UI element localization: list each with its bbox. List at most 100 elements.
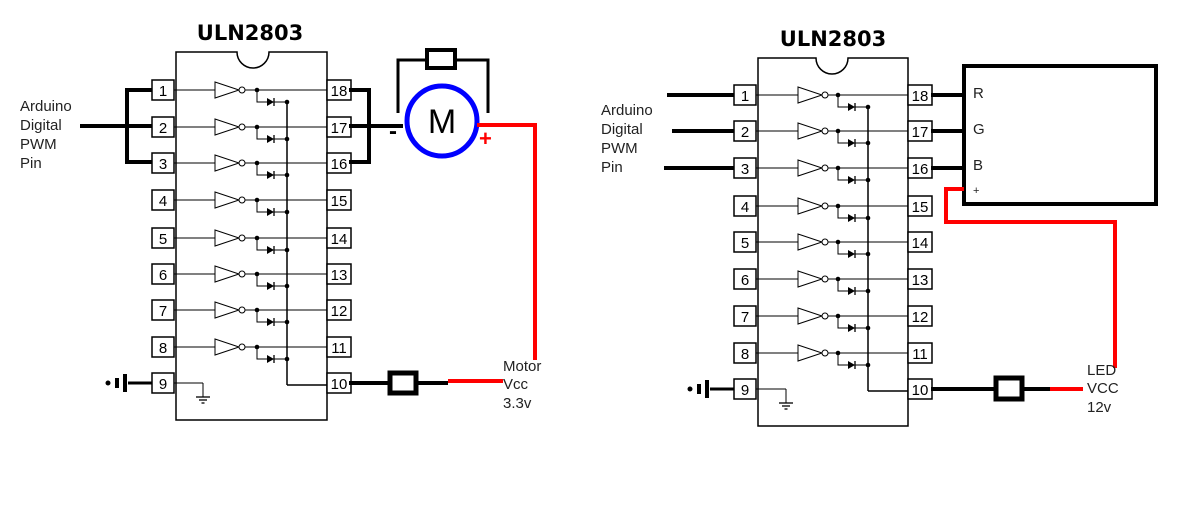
inverter-bubble [238, 196, 246, 204]
pin-number-right: 15 [912, 199, 929, 216]
inverter-bubble [821, 238, 829, 246]
pin-number-right: 10 [912, 382, 929, 399]
junction-dot [284, 136, 290, 142]
inverter-icon [214, 301, 241, 319]
pin-number-left: 2 [741, 124, 749, 141]
diode-icon [267, 98, 274, 106]
pin-number-right: 16 [912, 161, 929, 178]
junction-dot [865, 177, 871, 183]
led-pin-g: G [973, 121, 985, 138]
right-supply-label-line: 12v [1087, 399, 1112, 416]
inverter-bubble [821, 164, 829, 172]
diode-trace [837, 353, 868, 366]
diode-trace [837, 131, 868, 144]
diode-trace [256, 200, 287, 213]
pin-number-right: 14 [912, 235, 929, 252]
diode-trace [837, 168, 868, 181]
inverter-icon [797, 344, 824, 362]
chip-body [175, 51, 328, 421]
inverter-bubble [821, 349, 829, 357]
pin-number-right: 14 [331, 231, 348, 248]
pin-number-left: 3 [741, 161, 749, 178]
diode-icon [267, 135, 274, 143]
diode-icon [848, 214, 855, 222]
right-input-label: Arduino Digital PWM Pin [601, 102, 653, 176]
inverter-icon [214, 118, 241, 136]
junction-dot [865, 215, 871, 221]
diode-icon [848, 176, 855, 184]
inverter-bubble [821, 275, 829, 283]
pin-number-left: 5 [741, 235, 749, 252]
diode-trace [837, 206, 868, 219]
left-supply-label-line: Motor [503, 358, 541, 375]
pin-number-right: 11 [331, 340, 347, 357]
inverter-icon [797, 86, 824, 104]
pin-number-left: 9 [741, 382, 749, 399]
diode-trace [256, 310, 287, 323]
diode-trace [837, 316, 868, 329]
pin-number-right: 16 [331, 156, 348, 173]
junction-dot [865, 362, 871, 368]
junction-dot [284, 356, 290, 362]
right-input-label-line: Digital [601, 121, 643, 138]
left-input-label-line: Pin [20, 155, 42, 172]
resistor-icon [396, 48, 490, 113]
right-input-label-line: PWM [601, 140, 638, 157]
pin-number-left: 7 [741, 309, 749, 326]
led-pin-b: B [973, 157, 983, 174]
inverter-bubble [238, 86, 246, 94]
pin-number-left: 6 [159, 267, 167, 284]
left-supply-label: Motor Vcc 3.3v [503, 358, 541, 412]
inverter-bubble [238, 270, 246, 278]
left-output-wiring [349, 88, 403, 164]
diode-icon [848, 287, 855, 295]
inverter-icon [797, 233, 824, 251]
left-input-wiring [80, 88, 152, 164]
motor-plus-sign: + [479, 126, 492, 151]
right-input-label-line: Arduino [601, 102, 653, 119]
inverter-bubble [238, 159, 246, 167]
inverter-icon [797, 307, 824, 325]
left-supply-label-line: 3.3v [503, 395, 532, 412]
led-pin-r: R [973, 85, 984, 102]
pin-number-left: 8 [159, 340, 167, 357]
diode-trace [837, 242, 868, 255]
pin-number-left: 7 [159, 303, 167, 320]
battery-icon [687, 380, 734, 398]
pin-number-right: 13 [331, 267, 348, 284]
inverter-icon [214, 154, 241, 172]
inverter-bubble [821, 312, 829, 320]
pin-number-right: 11 [912, 346, 928, 363]
pin-number-left: 2 [159, 120, 167, 137]
diode-icon [267, 355, 274, 363]
inverter-icon [214, 229, 241, 247]
diode-icon [848, 250, 855, 258]
junction-dot [284, 247, 290, 253]
inverter-bubble [238, 306, 246, 314]
diode-icon [848, 139, 855, 147]
right-supply-label-line: VCC [1087, 380, 1119, 397]
inverter-bubble [238, 234, 246, 242]
led-strip-pins: R G B + [973, 85, 985, 197]
inverter-bubble [238, 123, 246, 131]
pin-number-left: 1 [159, 83, 167, 100]
left-supply-label-line: Vcc [503, 376, 529, 393]
junction-dot [865, 140, 871, 146]
led-pin-plus: + [973, 185, 979, 197]
pin-number-right: 12 [912, 309, 929, 326]
left-chip-title: ULN2803 [197, 21, 303, 45]
inverter-bubble [821, 202, 829, 210]
pin-number-right: 10 [331, 376, 348, 393]
junction-dot [865, 251, 871, 257]
diode-icon [267, 208, 274, 216]
diode-trace [837, 279, 868, 292]
inverter-icon [214, 81, 241, 99]
inverter-icon [797, 159, 824, 177]
motor-minus-sign: - [389, 118, 397, 145]
pin-number-left: 5 [159, 231, 167, 248]
left-input-label-line: Digital [20, 117, 62, 134]
left-input-label-line: PWM [20, 136, 57, 153]
diode-trace [837, 95, 868, 108]
pin-number-left: 9 [159, 376, 167, 393]
